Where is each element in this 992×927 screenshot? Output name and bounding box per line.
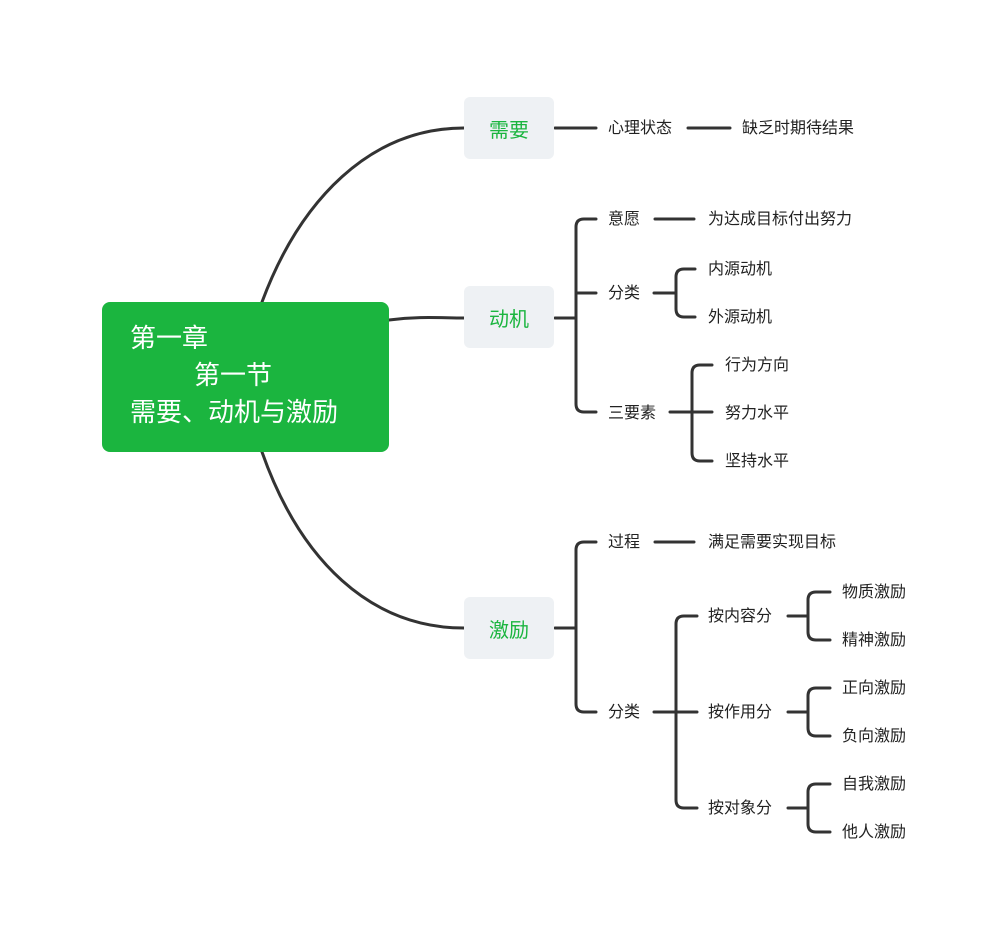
link-root-incentive [260, 450, 466, 630]
node-others-incentive[interactable]: 他人激励 [842, 822, 907, 841]
root-line-section: 第一节 [194, 361, 273, 391]
node-self-incentive[interactable]: 自我激励 [842, 774, 907, 793]
topic-incentive-label: 激励 [489, 617, 529, 642]
node-negative-incentive[interactable]: 负向激励 [842, 726, 907, 745]
node-incentive-category[interactable]: 分类 [608, 702, 641, 721]
link-group2-bracket [806, 686, 832, 738]
node-motive-three-elements[interactable]: 三要素 [608, 403, 657, 422]
link-motive-bracket [574, 217, 598, 414]
link-group1-bracket [806, 590, 832, 642]
node-incentive-process[interactable]: 过程 [608, 532, 641, 551]
node-group-effect[interactable]: 按作用分 [708, 702, 773, 721]
node-group-target[interactable]: 按对象分 [708, 798, 773, 817]
topic-need-label: 需要 [489, 117, 529, 142]
link-root-need [260, 126, 466, 304]
topic-motive[interactable]: 动机 [464, 286, 554, 348]
root-topic[interactable]: 第一章 第一节 需要、动机与激励 [102, 302, 389, 452]
node-need-psych-state[interactable]: 心理状态 [608, 118, 673, 137]
node-motive-internal[interactable]: 内源动机 [708, 259, 773, 278]
root-line-title: 需要、动机与激励 [130, 398, 339, 428]
node-positive-incentive[interactable]: 正向激励 [842, 678, 907, 697]
node-spiritual-incentive[interactable]: 精神激励 [842, 630, 907, 649]
topic-motive-label: 动机 [489, 306, 529, 331]
node-motive-persistence[interactable]: 坚持水平 [725, 451, 790, 470]
root-line-chapter: 第一章 [130, 324, 209, 354]
node-motive-will[interactable]: 意愿 [608, 209, 641, 228]
node-motive-category[interactable]: 分类 [608, 283, 641, 302]
node-material-incentive[interactable]: 物质激励 [842, 582, 907, 601]
node-group-content[interactable]: 按内容分 [708, 606, 773, 625]
topic-incentive[interactable]: 激励 [464, 597, 554, 659]
link-root-motive [387, 316, 466, 322]
node-motive-direction[interactable]: 行为方向 [725, 355, 790, 374]
link-incentive-bracket [574, 540, 598, 714]
link-group3-bracket [806, 782, 832, 834]
node-motive-effort[interactable]: 努力水平 [725, 403, 790, 422]
topic-need[interactable]: 需要 [464, 97, 554, 159]
node-need-detail[interactable]: 缺乏时期待结果 [742, 118, 855, 137]
node-motive-will-detail[interactable]: 为达成目标付出努力 [708, 209, 853, 228]
link-motive-c2-bracket [674, 267, 697, 319]
node-incentive-process-detail[interactable]: 满足需要实现目标 [708, 532, 837, 551]
node-motive-external[interactable]: 外源动机 [708, 307, 773, 326]
